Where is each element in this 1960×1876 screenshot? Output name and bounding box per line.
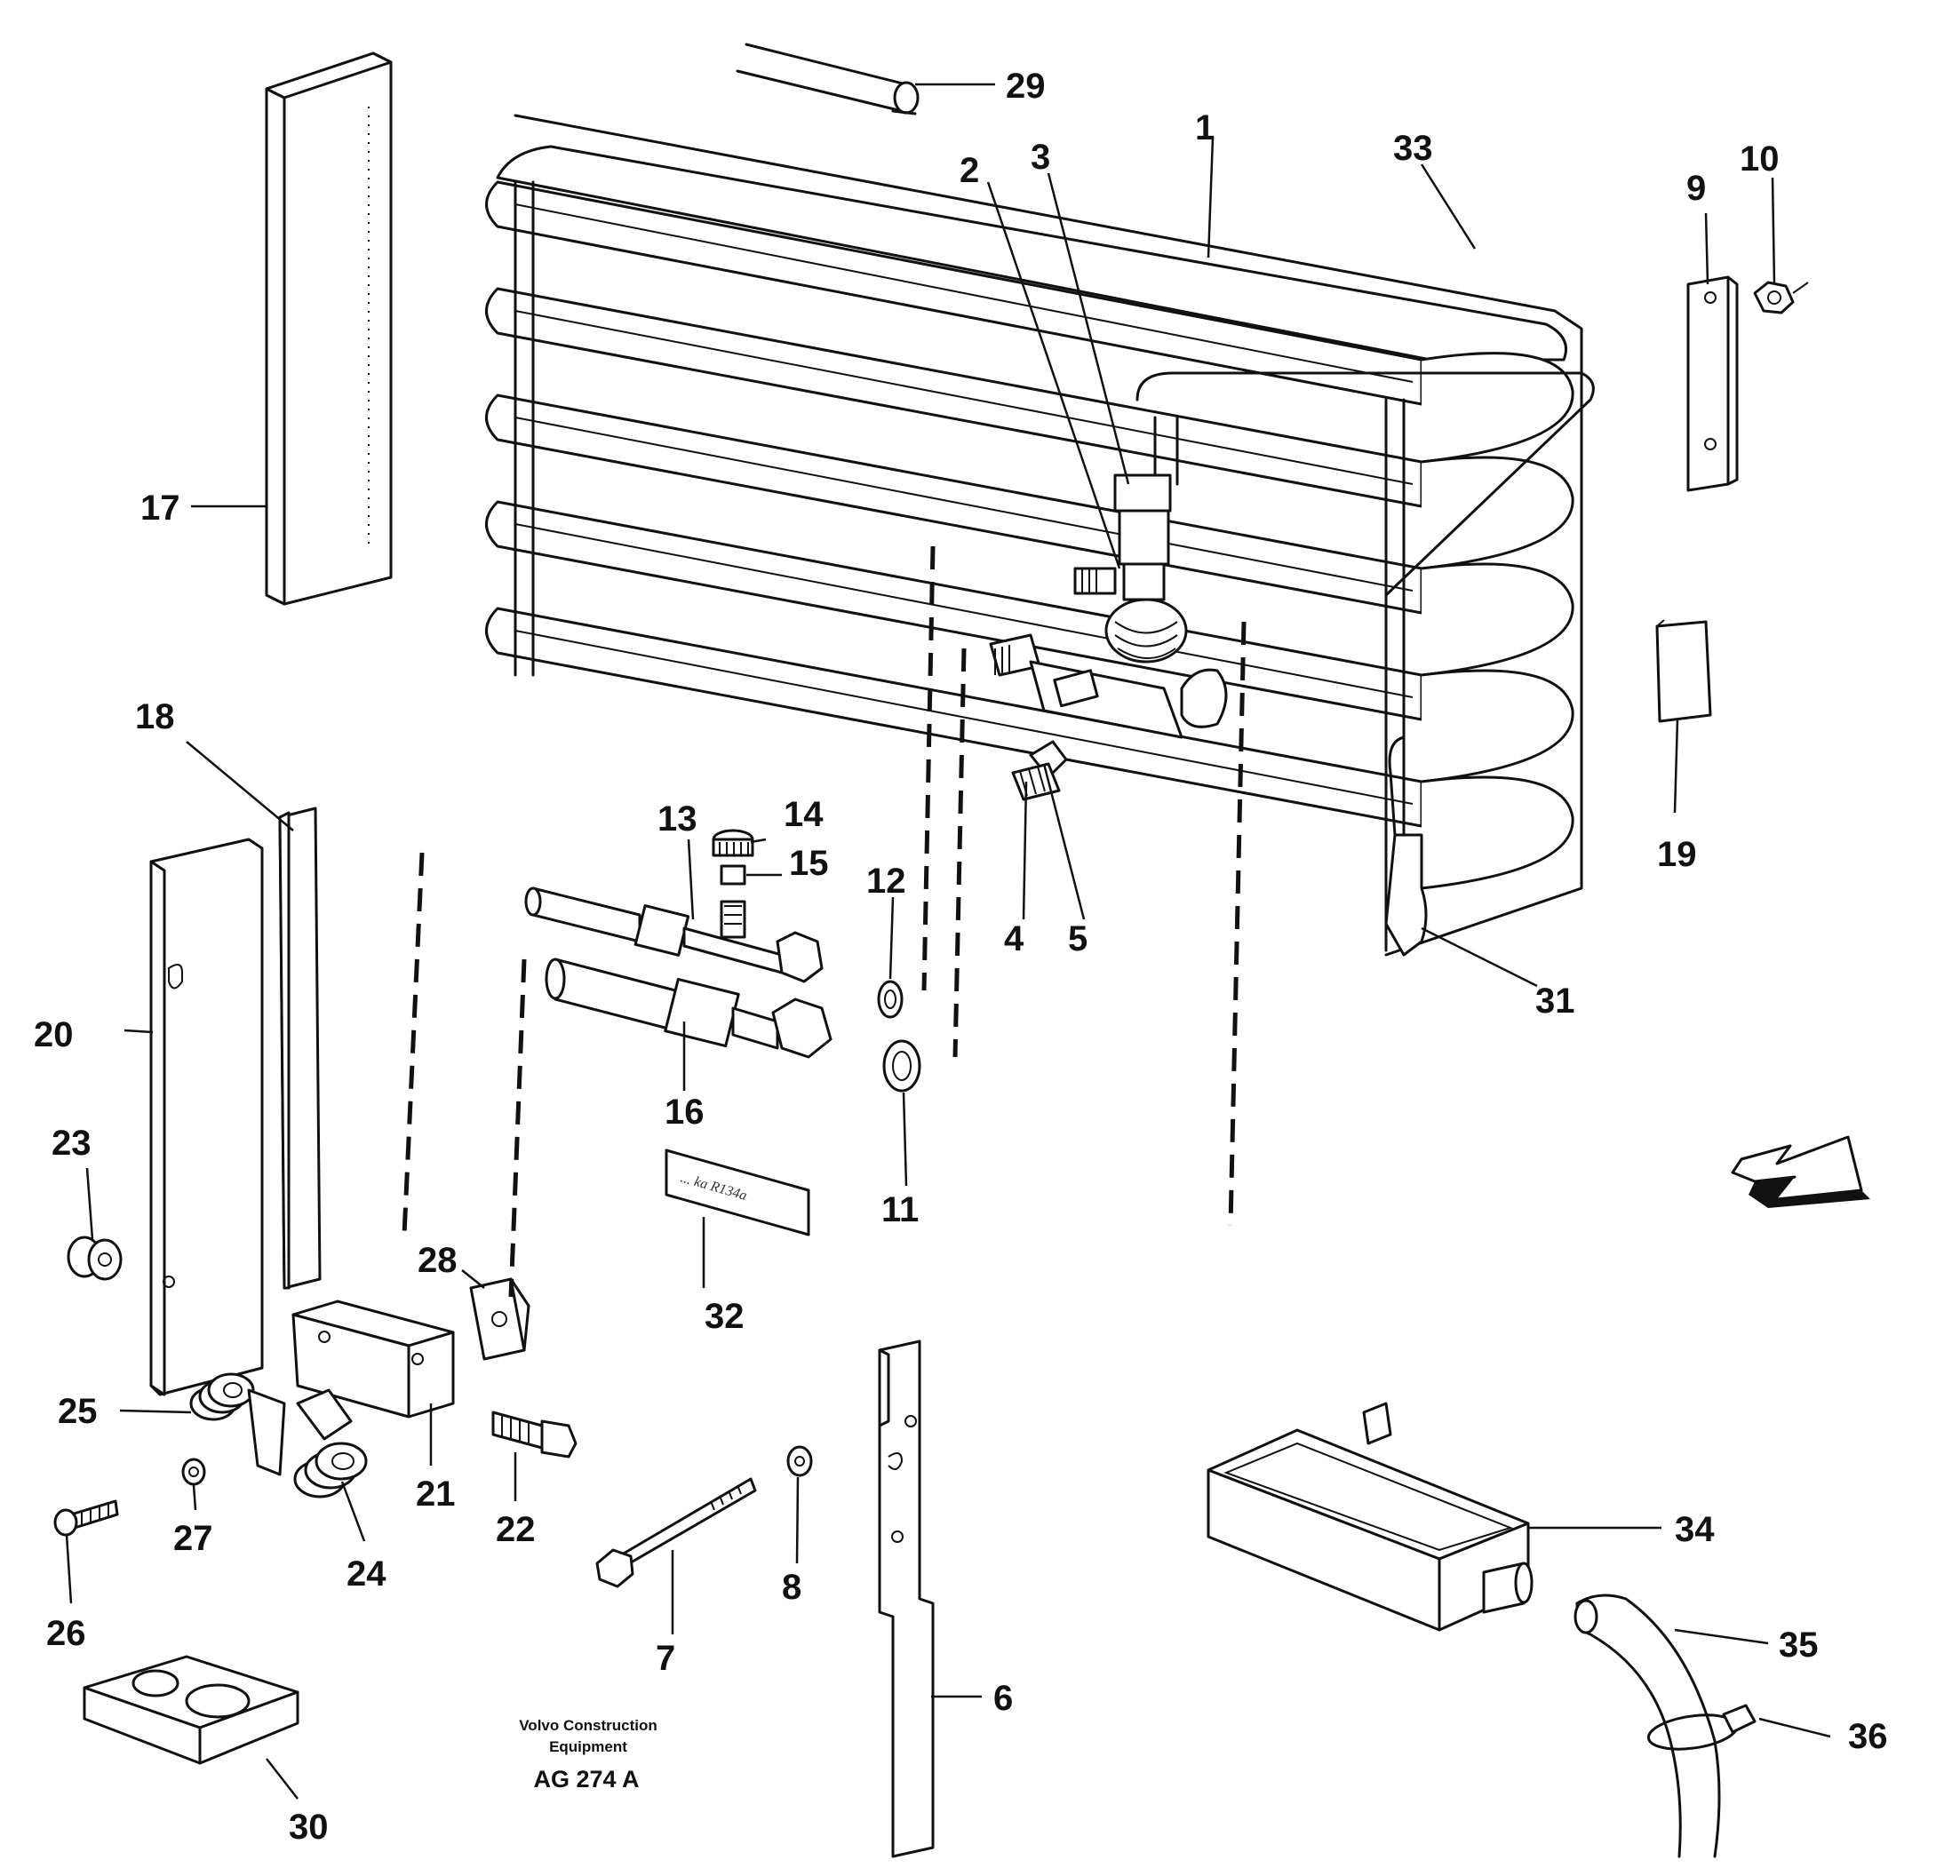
part-18-foam-strip: [278, 807, 322, 1290]
callout-8: 8: [782, 1568, 801, 1607]
part-19-pad: [1655, 619, 1712, 723]
callout-19: 19: [1657, 835, 1697, 874]
part-30-base-block: [83, 1655, 299, 1765]
callout-2: 2: [960, 151, 979, 190]
part-32-label: ... ka R134a: [665, 1149, 810, 1236]
part-25-grommet: [189, 1372, 286, 1476]
callout-18: 18: [135, 697, 175, 736]
callout-16: 16: [665, 1093, 705, 1132]
callout-21: 21: [416, 1475, 456, 1514]
callout-22: 22: [496, 1510, 536, 1549]
part-9-strip: [1686, 275, 1739, 492]
callout-12: 12: [866, 862, 906, 901]
callout-4: 4: [1004, 919, 1024, 958]
callout-26: 26: [46, 1614, 86, 1653]
part-12-oring: [877, 980, 904, 1019]
part-27-washer: [181, 1458, 206, 1486]
company-name-line1: Volvo Construction: [519, 1717, 657, 1734]
company-name-line2: Equipment: [549, 1738, 627, 1755]
part-17-foam-strip: [265, 52, 393, 606]
part-24-grommet: [293, 1388, 368, 1498]
callout-11: 11: [881, 1190, 919, 1229]
callout-36: 36: [1848, 1717, 1888, 1756]
part-29-rubber-strip: [736, 43, 920, 115]
part-34-drain-tray: [1207, 1402, 1534, 1632]
part-23-bushing: [67, 1236, 123, 1281]
drawing-footer: Volvo Construction Equipment AG 274 A: [519, 1717, 657, 1793]
leader-lines: [65, 83, 1831, 1800]
callout-23: 23: [52, 1124, 92, 1163]
callout-35: 35: [1779, 1626, 1819, 1665]
callout-7: 7: [656, 1639, 675, 1678]
callout-20: 20: [34, 1015, 74, 1054]
part-13-hose: [524, 886, 824, 983]
callout-13: 13: [657, 799, 697, 839]
callout-6: 6: [993, 1679, 1013, 1718]
callout-labels: 1 2 3 4 5 6 7 8 9 10 11 12 13 14 15 16 1…: [34, 67, 1888, 1847]
coil-loops: [485, 180, 1423, 828]
part-11-oring: [882, 1039, 921, 1093]
part-15-valve-core: [720, 864, 746, 939]
callout-30: 30: [289, 1808, 329, 1847]
callout-29: 29: [1006, 67, 1046, 106]
connection-dashed-lines: [402, 545, 1247, 1298]
part-16-hose: [545, 958, 833, 1059]
callout-1: 1: [1195, 108, 1215, 147]
callout-15: 15: [789, 844, 829, 883]
part-14-cap: [712, 829, 754, 857]
part-20-bracket: [149, 838, 264, 1396]
part-22-bolt: [491, 1411, 578, 1459]
callout-5: 5: [1068, 919, 1088, 958]
part-6-side-plate: [878, 1339, 935, 1858]
callout-10: 10: [1740, 139, 1780, 179]
callout-28: 28: [418, 1241, 458, 1280]
drawing-code: AG 274 A: [533, 1766, 639, 1793]
callout-31: 31: [1535, 982, 1575, 1021]
callout-33: 33: [1393, 129, 1433, 168]
part-10-nut: [1753, 281, 1809, 314]
callout-24: 24: [347, 1554, 386, 1594]
part-28-clip: [469, 1277, 530, 1361]
callout-3: 3: [1031, 138, 1050, 177]
callout-32: 32: [705, 1297, 745, 1336]
callout-27: 27: [173, 1519, 213, 1558]
part-4-5-fittings: [989, 633, 1228, 801]
callout-34: 34: [1675, 1510, 1715, 1549]
callout-14: 14: [784, 795, 824, 834]
callout-9: 9: [1686, 169, 1706, 208]
part-2-3-expansion-valve: [1073, 473, 1188, 664]
part-1-evaporator-coil: [485, 114, 1595, 957]
part-26-screw: [53, 1499, 119, 1537]
callout-25: 25: [58, 1392, 98, 1431]
part-7-bolt: [595, 1477, 757, 1588]
forward-arrow-icon: [1731, 1135, 1870, 1208]
callout-17: 17: [140, 489, 180, 528]
part-35-drain-hose: [1574, 1594, 1721, 1858]
part-21-clamp-bracket: [291, 1300, 455, 1419]
part-8-washer: [786, 1445, 813, 1477]
part-36-hose-clamp: [1646, 1704, 1757, 1751]
